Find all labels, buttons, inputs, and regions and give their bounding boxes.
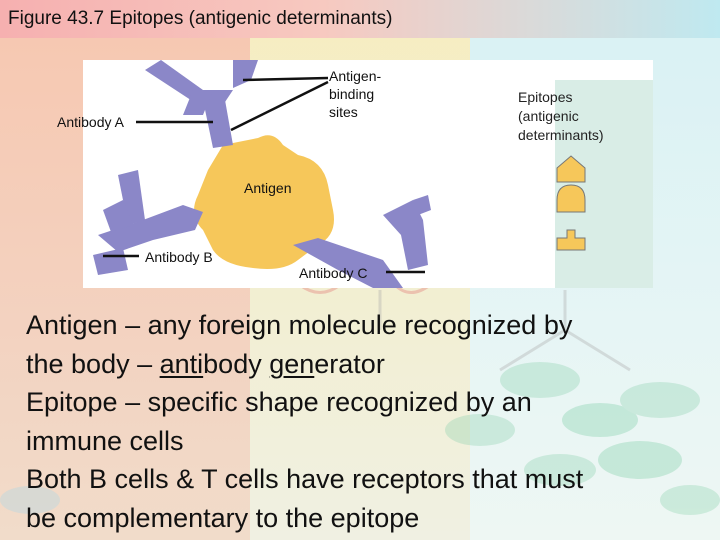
text-line-5: Both B cells & T cells have receptors th… <box>26 464 584 494</box>
slide-title: Figure 43.7 Epitopes (antigenic determin… <box>8 8 393 29</box>
epitope-shape-notched <box>556 229 586 251</box>
antibody-antigen-diagram <box>93 60 586 288</box>
epitopes-panel <box>555 80 653 288</box>
definition-text: Antigen – any foreign molecule recognize… <box>26 306 706 537</box>
epitopes-label-line1: Epitopes <box>518 89 573 105</box>
text-line-2: the body – antibody generator <box>26 345 706 384</box>
epitope-figure: Antigen- binding sites Antibody A Antige… <box>57 60 653 288</box>
antibody-c <box>293 195 431 288</box>
text-line-3: Epitope – specific shape recognized by a… <box>26 387 532 417</box>
antigen-label: Antigen <box>244 180 292 196</box>
text-line-2-suffix: erator <box>314 348 385 379</box>
antigen-binding-label-line1: Antigen- <box>329 68 382 84</box>
text-line-2-underline-gen: gen <box>269 348 315 379</box>
text-line-2-prefix: the body – <box>26 348 160 379</box>
epitopes-label-line2: (antigenic <box>518 108 579 124</box>
antigen-binding-label-line2: binding <box>329 86 375 102</box>
epitopes-label-line3: determinants) <box>518 127 604 143</box>
antibody-c-label: Antibody C <box>299 265 368 281</box>
antigen-binding-label-line3: sites <box>329 104 358 120</box>
antigen-binding-sites-label: Antigen- binding sites <box>329 67 381 121</box>
epitope-shape-round <box>556 184 586 213</box>
antibody-a-label: Antibody A <box>57 114 124 130</box>
epitope-shape-pentagon <box>556 155 586 183</box>
title-bar <box>0 0 720 38</box>
antibody-a <box>145 60 258 148</box>
text-line-6: be complementary to the epitope <box>26 502 420 533</box>
text-line-2-underline-anti: anti <box>159 348 204 379</box>
text-line-1: Antigen – any foreign molecule recognize… <box>26 310 573 340</box>
epitopes-label: Epitopes (antigenic determinants) <box>518 88 638 145</box>
antibody-b-label: Antibody B <box>145 249 213 265</box>
antigen-shape <box>194 135 334 269</box>
text-line-4: immune cells <box>26 425 184 456</box>
text-line-2-body: body <box>203 348 270 379</box>
